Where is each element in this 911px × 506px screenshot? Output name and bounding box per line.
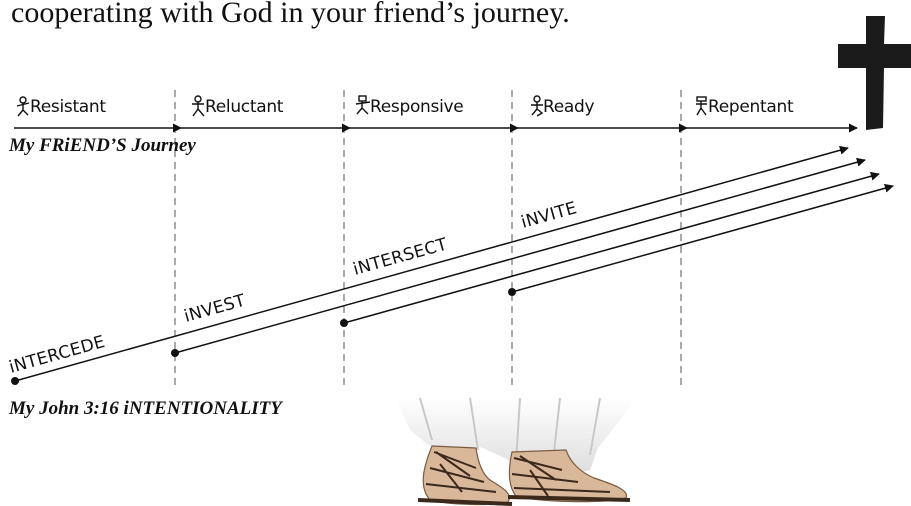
sandaled-feet-image: [396, 397, 636, 506]
stick-figure-reaching-icon: [355, 95, 371, 115]
stage-label: Responsive: [370, 97, 463, 117]
action-label-intercede: iNTERCEDE: [7, 332, 107, 378]
stage-label: Resistant: [30, 97, 106, 117]
start-dot: [508, 288, 516, 296]
stage-reluctant: Reluctant: [192, 95, 284, 117]
stick-figure-resisting-icon: [16, 96, 30, 117]
journey-label: My FRiEND’S Journey: [8, 135, 196, 156]
stick-figure-bowing-icon: [696, 96, 707, 116]
stage-resistant: Resistant: [16, 96, 107, 117]
stage-label: Ready: [543, 97, 595, 117]
start-dot: [171, 349, 179, 357]
cross-icon: [838, 16, 911, 130]
action-label-invite: iNVITE: [519, 198, 579, 233]
header-text: cooperating with God in your friend’s jo…: [11, 0, 570, 29]
start-dot: [340, 319, 348, 327]
action-label-invest: iNVEST: [182, 291, 248, 327]
stage-ready: Ready: [531, 95, 595, 117]
stage-repentant: Repentant: [696, 96, 794, 117]
intentionality-arrows: [11, 145, 894, 385]
intentionality-label: My John 3:16 iNTENTIONALITY: [8, 398, 284, 419]
stage-label: Repentant: [708, 97, 794, 117]
stage-dividers: [174, 90, 682, 390]
stage-label: Reluctant: [205, 97, 284, 117]
stick-figure-walking-icon: [192, 95, 205, 117]
stage-responsive: Responsive: [355, 95, 464, 117]
start-dot: [11, 377, 19, 385]
stick-figure-kneeling-icon: [531, 95, 544, 117]
